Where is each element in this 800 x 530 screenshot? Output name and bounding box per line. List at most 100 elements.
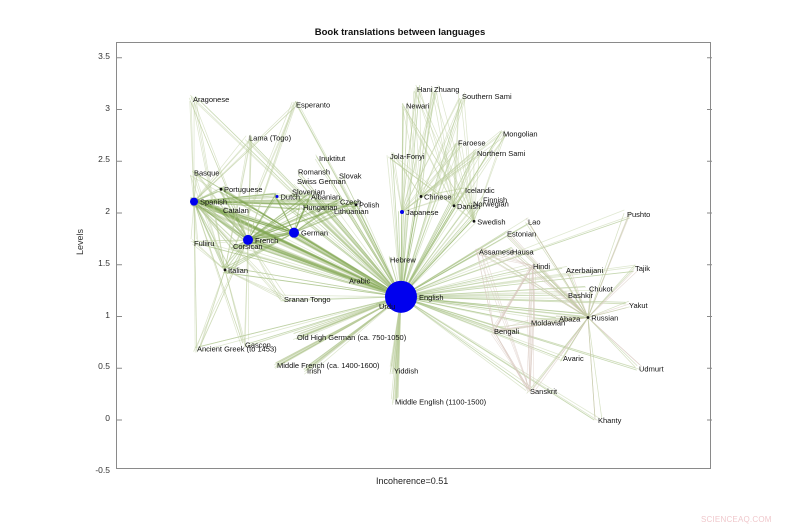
translation-edge (400, 134, 507, 298)
translation-edge (305, 296, 402, 371)
language-label: Assamese (479, 247, 514, 256)
translation-edge (190, 94, 402, 298)
translation-edge (193, 201, 359, 207)
language-label: Corsican (233, 242, 263, 251)
translation-edge (400, 271, 634, 298)
language-label: Lama (Togo) (249, 133, 292, 142)
language-label: French (255, 236, 278, 245)
translation-edge (400, 196, 423, 297)
translation-edge (358, 202, 402, 297)
translation-edge (247, 296, 402, 345)
translation-edge (193, 201, 243, 344)
language-label: Old High German (ca. 750-1050) (297, 333, 407, 342)
translation-edge (400, 296, 569, 299)
translation-edge (400, 99, 466, 297)
translation-edge (193, 201, 233, 250)
translation-edge (198, 239, 249, 351)
translation-edge (351, 201, 402, 298)
translation-edge (515, 252, 589, 318)
language-label: Faroese (458, 139, 486, 148)
translation-edge (190, 239, 249, 242)
x-axis-label: Incoherence=0.51 (376, 476, 449, 486)
translation-edge (293, 192, 313, 233)
translation-edge (190, 197, 249, 241)
language-node[interactable] (219, 187, 223, 191)
translation-edge (587, 317, 638, 366)
translation-edge (400, 207, 456, 298)
translation-edge (339, 200, 402, 298)
translation-edge (247, 201, 356, 241)
translation-edge (401, 103, 475, 222)
y-tick-label: 0 (105, 413, 110, 423)
translation-edge (473, 130, 506, 222)
language-node[interactable] (354, 203, 358, 207)
language-node[interactable] (289, 227, 299, 238)
translation-edge (274, 198, 402, 298)
translation-edge (193, 201, 224, 269)
translation-edge (400, 296, 527, 391)
translation-edge (193, 201, 220, 208)
translation-edge (482, 254, 495, 332)
network-plot: EnglishUrduSpanishFrenchGermanJapanesePo… (117, 57, 712, 425)
translation-edge (357, 206, 402, 298)
translation-edge (303, 296, 402, 370)
translation-edge (400, 294, 568, 298)
translation-edge (453, 134, 507, 206)
language-node[interactable] (275, 194, 279, 198)
translation-edge (587, 302, 633, 318)
language-label: Middle English (1100-1500) (395, 397, 487, 406)
translation-edge (400, 222, 477, 298)
translation-edge (400, 209, 453, 298)
translation-edge (492, 265, 534, 335)
language-node[interactable] (419, 195, 423, 198)
language-label: Japanese (406, 208, 439, 217)
language-node[interactable] (385, 280, 417, 313)
translation-edge (293, 205, 357, 234)
language-label: Catalan (223, 206, 249, 215)
translation-edge (400, 187, 463, 298)
translation-edge (400, 266, 637, 298)
translation-edge (293, 296, 402, 334)
translation-edge (560, 317, 589, 362)
language-node[interactable] (400, 209, 404, 214)
translation-edge (279, 296, 402, 363)
translation-edge (490, 333, 531, 392)
translation-edge (532, 265, 535, 392)
translation-edge (493, 325, 528, 332)
language-node[interactable] (472, 219, 476, 223)
translation-edge (221, 265, 402, 298)
translation-edge (195, 99, 226, 270)
translation-edge (400, 296, 530, 390)
translation-edge (400, 296, 627, 305)
translation-edge (400, 217, 529, 298)
language-label: Polish (359, 201, 379, 210)
language-node[interactable] (243, 234, 253, 245)
language-node[interactable] (452, 204, 456, 208)
translation-edge (245, 243, 402, 298)
language-label: Aragonese (193, 95, 229, 104)
translation-edge (310, 192, 402, 298)
language-label: Avaric (563, 354, 584, 363)
translation-edge (400, 130, 502, 298)
translation-edge (587, 211, 631, 318)
translation-edge (247, 101, 298, 241)
language-node[interactable] (586, 316, 590, 319)
translation-edge (400, 296, 637, 371)
translation-edge (400, 219, 473, 298)
language-label: Estonian (507, 230, 536, 239)
translation-edge (248, 296, 402, 347)
translation-edge (507, 236, 589, 318)
translation-edge (293, 197, 342, 234)
language-node[interactable] (190, 197, 198, 206)
language-label: Ancient Greek (to 1453) (197, 345, 277, 354)
language-node[interactable] (223, 268, 227, 272)
translation-edge (248, 237, 402, 298)
translation-edge (400, 153, 482, 298)
translation-edge (193, 104, 295, 202)
translation-edge (400, 296, 601, 419)
translation-edge (192, 205, 295, 234)
language-label: Lao (528, 217, 541, 226)
translation-edge (247, 228, 296, 241)
translation-edge (292, 193, 402, 298)
